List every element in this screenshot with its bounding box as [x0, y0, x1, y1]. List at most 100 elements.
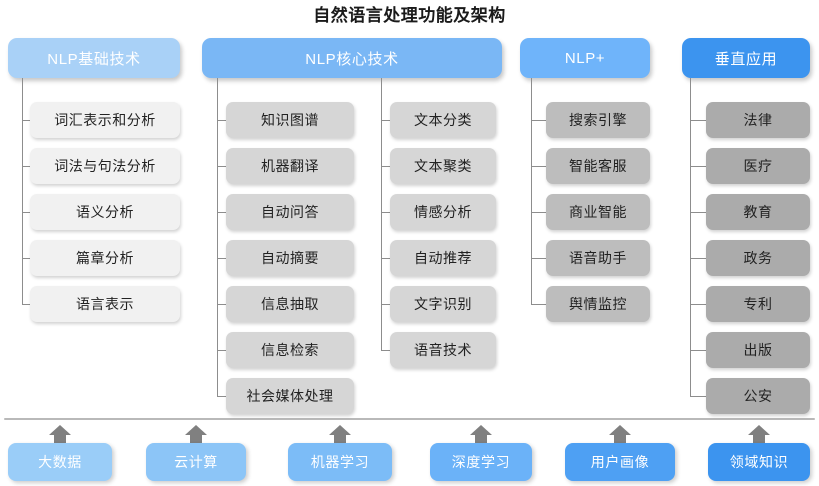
node-label: 文本聚类 [414, 158, 472, 174]
node-label: 自动推荐 [414, 250, 472, 266]
connector-stub [531, 212, 546, 213]
up-arrow-icon [607, 424, 633, 450]
node-label: 自动问答 [261, 204, 319, 220]
node-label: 公安 [743, 388, 773, 404]
connector-trunk-nlp-basic-0 [22, 78, 23, 304]
node-label: 自动摘要 [261, 250, 319, 266]
node-nlp-basic[interactable]: 语言表示 [30, 286, 180, 322]
node-vertical-application[interactable]: 公安 [706, 378, 810, 414]
connector-stub [531, 258, 546, 259]
column-header-vertical-application[interactable]: 垂直应用 [682, 38, 810, 78]
foundation-baseline [4, 418, 815, 420]
connector-stub [381, 350, 390, 351]
node-label: 社会媒体处理 [246, 388, 334, 404]
connector-stub [217, 396, 226, 397]
foundation-item-label: 大数据 [38, 454, 82, 470]
node-nlp-core[interactable]: 社会媒体处理 [226, 378, 354, 414]
up-arrow-icon [47, 424, 73, 450]
node-nlp-core[interactable]: 自动推荐 [390, 240, 496, 276]
node-label: 舆情监控 [569, 296, 627, 312]
foundation-item-2[interactable]: 云计算 [146, 443, 246, 481]
connector-stub [381, 212, 390, 213]
foundation-item-label: 用户画像 [590, 454, 650, 470]
node-label: 搜索引擎 [569, 112, 627, 128]
node-nlp-plus[interactable]: 商业智能 [546, 194, 650, 230]
node-label: 商业智能 [569, 204, 627, 220]
node-label: 词汇表示和分析 [54, 112, 156, 128]
node-nlp-core[interactable]: 知识图谱 [226, 102, 354, 138]
node-nlp-plus[interactable]: 智能客服 [546, 148, 650, 184]
foundation-item-label: 机器学习 [310, 454, 370, 470]
node-label: 教育 [743, 204, 773, 220]
node-label: 出版 [743, 342, 773, 358]
foundation-item-3[interactable]: 机器学习 [288, 443, 392, 481]
connector-stub [690, 120, 706, 121]
node-nlp-core[interactable]: 机器翻译 [226, 148, 354, 184]
node-nlp-basic[interactable]: 语义分析 [30, 194, 180, 230]
node-vertical-application[interactable]: 医疗 [706, 148, 810, 184]
foundation-item-1[interactable]: 大数据 [8, 443, 112, 481]
node-vertical-application[interactable]: 教育 [706, 194, 810, 230]
foundation-item-4[interactable]: 深度学习 [430, 443, 532, 481]
connector-stub [381, 120, 390, 121]
connector-stub [217, 258, 226, 259]
connector-stub [217, 304, 226, 305]
node-vertical-application[interactable]: 专利 [706, 286, 810, 322]
node-nlp-core[interactable]: 信息检索 [226, 332, 354, 368]
node-label: 语音技术 [414, 342, 472, 358]
node-label: 文本分类 [414, 112, 472, 128]
connector-stub [22, 304, 30, 305]
node-nlp-core[interactable]: 信息抽取 [226, 286, 354, 322]
node-nlp-core[interactable]: 自动摘要 [226, 240, 354, 276]
up-arrow-icon [746, 424, 772, 450]
node-label: 语音助手 [569, 250, 627, 266]
node-nlp-core[interactable]: 语音技术 [390, 332, 496, 368]
node-label: 法律 [743, 112, 773, 128]
node-vertical-application[interactable]: 法律 [706, 102, 810, 138]
node-nlp-plus[interactable]: 语音助手 [546, 240, 650, 276]
connector-stub [531, 166, 546, 167]
connector-stub [22, 212, 30, 213]
node-nlp-plus[interactable]: 舆情监控 [546, 286, 650, 322]
foundation-item-label: 云计算 [174, 454, 218, 470]
column-header-label: NLP+ [564, 49, 606, 67]
node-vertical-application[interactable]: 出版 [706, 332, 810, 368]
node-label: 信息抽取 [261, 296, 319, 312]
foundation-item-5[interactable]: 用户画像 [565, 443, 675, 481]
node-label: 语言表示 [76, 296, 134, 312]
node-nlp-plus[interactable]: 搜索引擎 [546, 102, 650, 138]
up-arrow-icon [183, 424, 209, 450]
page-title: 自然语言处理功能及架构 [313, 6, 506, 25]
column-header-nlp-plus[interactable]: NLP+ [520, 38, 650, 78]
connector-stub [217, 350, 226, 351]
connector-trunk-nlp-core-0 [217, 78, 218, 396]
column-header-label: NLP基础技术 [47, 50, 141, 68]
connector-stub [690, 166, 706, 167]
foundation-item-6[interactable]: 领域知识 [708, 443, 810, 481]
connector-stub [217, 166, 226, 167]
node-label: 医疗 [743, 158, 773, 174]
node-label: 情感分析 [414, 204, 472, 220]
node-nlp-basic[interactable]: 篇章分析 [30, 240, 180, 276]
node-nlp-core[interactable]: 文本分类 [390, 102, 496, 138]
connector-stub [690, 350, 706, 351]
node-nlp-basic[interactable]: 词汇表示和分析 [30, 102, 180, 138]
connector-trunk-nlp-plus-0 [531, 78, 532, 304]
node-nlp-basic[interactable]: 词法与句法分析 [30, 148, 180, 184]
connector-trunk-vertical-application-0 [690, 78, 691, 396]
connector-stub [22, 120, 30, 121]
connector-stub [381, 166, 390, 167]
node-nlp-core[interactable]: 文本聚类 [390, 148, 496, 184]
column-header-nlp-core[interactable]: NLP核心技术 [202, 38, 502, 78]
column-header-nlp-basic[interactable]: NLP基础技术 [8, 38, 180, 78]
node-vertical-application[interactable]: 政务 [706, 240, 810, 276]
node-nlp-core[interactable]: 文字识别 [390, 286, 496, 322]
connector-stub [690, 304, 706, 305]
node-label: 机器翻译 [261, 158, 319, 174]
node-nlp-core[interactable]: 自动问答 [226, 194, 354, 230]
node-nlp-core[interactable]: 情感分析 [390, 194, 496, 230]
connector-trunk-nlp-core-1 [381, 78, 382, 350]
connector-stub [381, 258, 390, 259]
node-label: 政务 [743, 250, 773, 266]
